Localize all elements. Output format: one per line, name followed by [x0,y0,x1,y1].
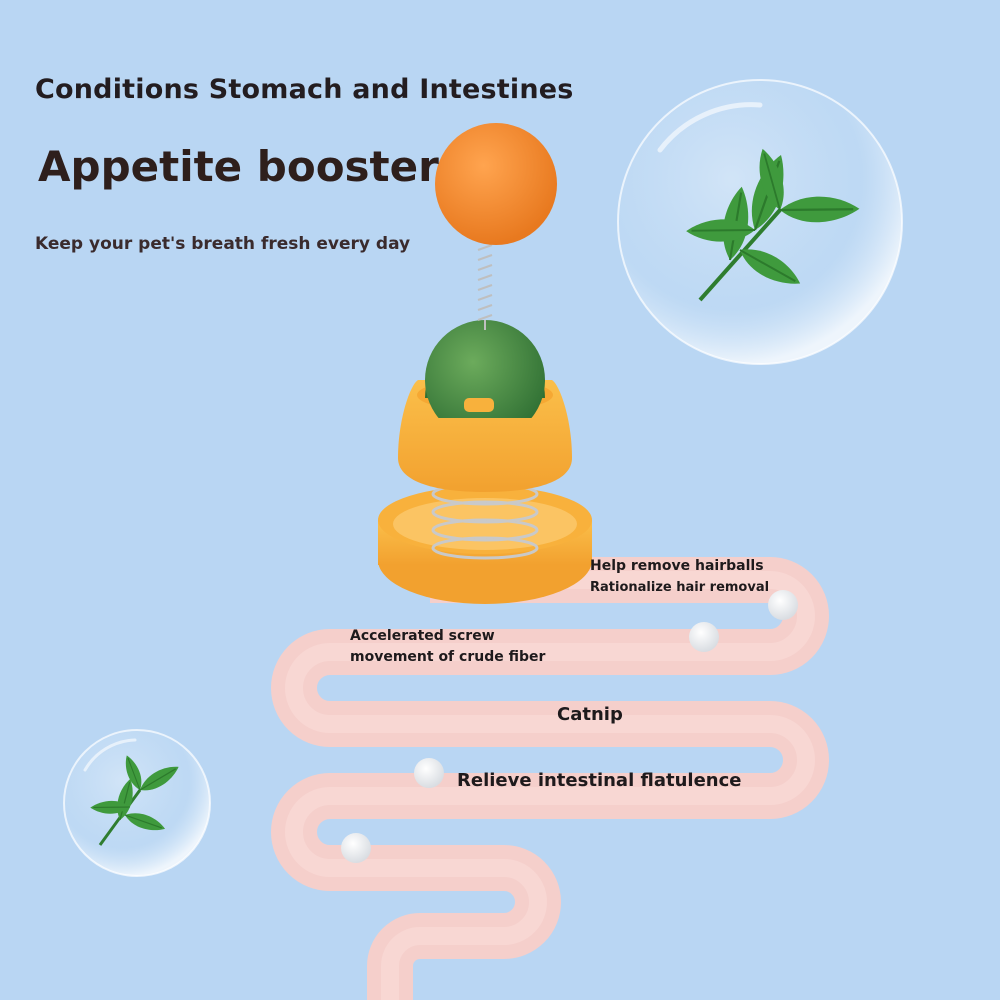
intestine-tube [271,557,829,1000]
fiber-pill [414,758,444,788]
bubble-icon [63,729,211,877]
label-screw-line1: Accelerated screw [350,628,495,644]
page-headline: Conditions Stomach and Intestines [35,74,574,105]
label-screw-group: Accelerated screw movement of crude fibe… [350,626,545,668]
label-hairballs-group: Help remove hairballs Rationalize hair r… [590,556,769,598]
fiber-pill [689,622,719,652]
mint-leaf-icon [684,146,862,302]
label-hair-removal: Rationalize hair removal [590,580,770,595]
page-subtitle: Keep your pet's breath fresh every day [35,234,411,254]
label-catnip: Catnip [557,704,623,725]
label-flatulence: Relieve intestinal flatulence [457,770,742,791]
catnip-toy [378,123,592,604]
mint-leaf-icon [89,753,184,846]
fiber-pill [341,833,371,863]
label-screw-line2: movement of crude fiber [350,649,546,665]
page-title: Appetite booster [38,142,439,191]
fiber-pill [768,590,798,620]
fiber-pills [341,590,798,863]
label-hairballs: Help remove hairballs [590,558,764,574]
